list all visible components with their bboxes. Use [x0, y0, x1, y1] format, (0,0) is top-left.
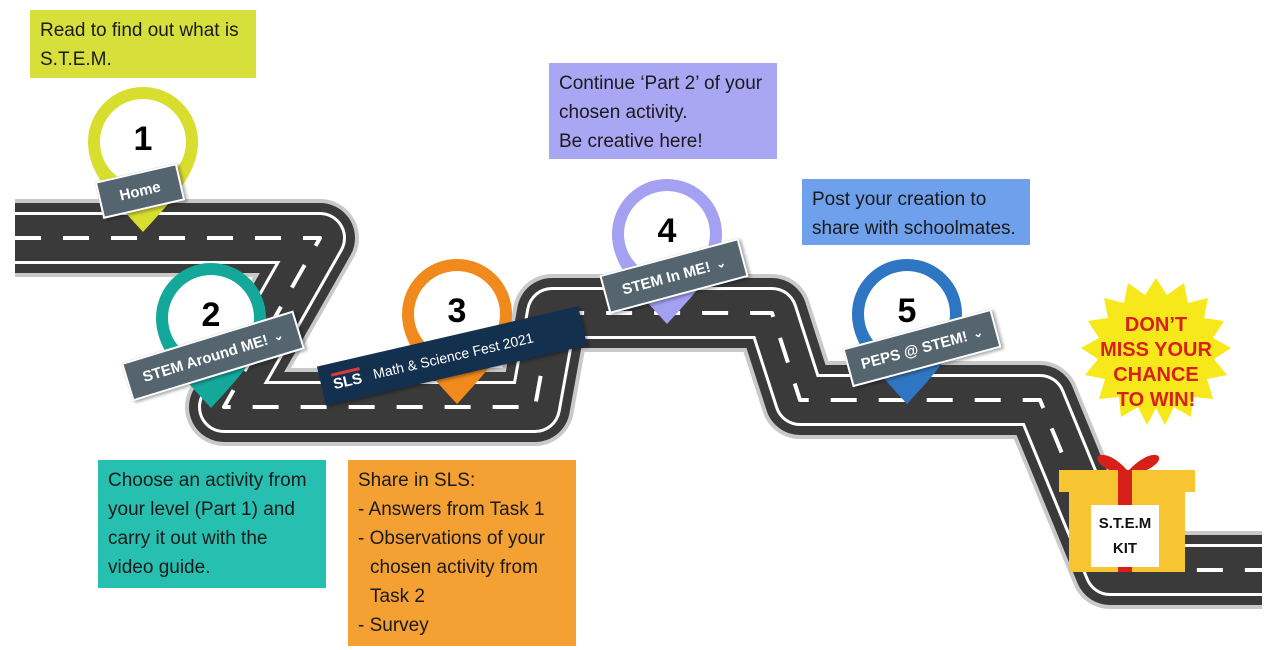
chevron-down-icon: ⌄ [714, 255, 728, 272]
home-tab-label: Home [117, 178, 163, 204]
note-line: Continue ‘Part 2’ of your [559, 73, 763, 94]
note-line: - Survey [358, 615, 429, 636]
pin-3-number: 3 [447, 292, 467, 330]
chevron-down-icon: ⌄ [971, 324, 985, 342]
note-line: Choose an activity from [108, 470, 307, 491]
step-4-note: Continue ‘Part 2’ of your chosen activit… [549, 63, 777, 159]
note-line: your level (Part 1) and [108, 499, 295, 520]
step-5-note: Post your creation to share with schoolm… [802, 179, 1030, 245]
note-line: Post your creation to [812, 189, 987, 210]
note-line: Read to find out what is [40, 20, 239, 41]
pin-2-number: 2 [201, 296, 221, 334]
gift-bow [1097, 454, 1160, 474]
note-line: chosen activity. [559, 102, 688, 123]
note-line: Task 2 [370, 586, 425, 607]
pin-5-number: 5 [897, 292, 917, 330]
note-line: share with schoolmates. [812, 218, 1016, 239]
note-line: video guide. [108, 557, 211, 578]
chevron-down-icon: ⌄ [271, 327, 286, 345]
stem-kit-label: S.T.E.M KIT [1091, 505, 1159, 567]
prize-badge-burst [1081, 278, 1231, 425]
badge-line: MISS YOUR [1100, 339, 1212, 361]
sls-logo: SLS [331, 367, 364, 393]
note-line: Be creative here! [559, 131, 703, 152]
note-line: chosen activity from [370, 557, 538, 578]
note-line: carry it out with the [108, 528, 268, 549]
note-line: - Answers from Task 1 [358, 499, 545, 520]
pin-4-number: 4 [657, 212, 677, 250]
badge-line: CHANCE [1113, 364, 1199, 386]
note-line: - Observations of your [358, 528, 545, 549]
badge-line: TO WIN! [1116, 389, 1196, 411]
pin-1-hole [100, 99, 186, 185]
step-2-note: Choose an activity from your level (Part… [98, 460, 326, 588]
badge-line: DON’T [1124, 314, 1188, 336]
kit-line: KIT [1112, 540, 1138, 557]
kit-line: S.T.E.M [1098, 515, 1152, 532]
prize-badge-text: DON’T MISS YOUR CHANCE TO WIN! [1086, 313, 1226, 413]
pin-1-number: 1 [133, 120, 153, 158]
step-1-note: Read to find out what is S.T.E.M. [30, 10, 256, 78]
note-line: Share in SLS: [358, 470, 476, 491]
note-line: S.T.E.M. [40, 49, 112, 70]
step-3-note: Share in SLS: - Answers from Task 1 - Ob… [348, 460, 576, 646]
